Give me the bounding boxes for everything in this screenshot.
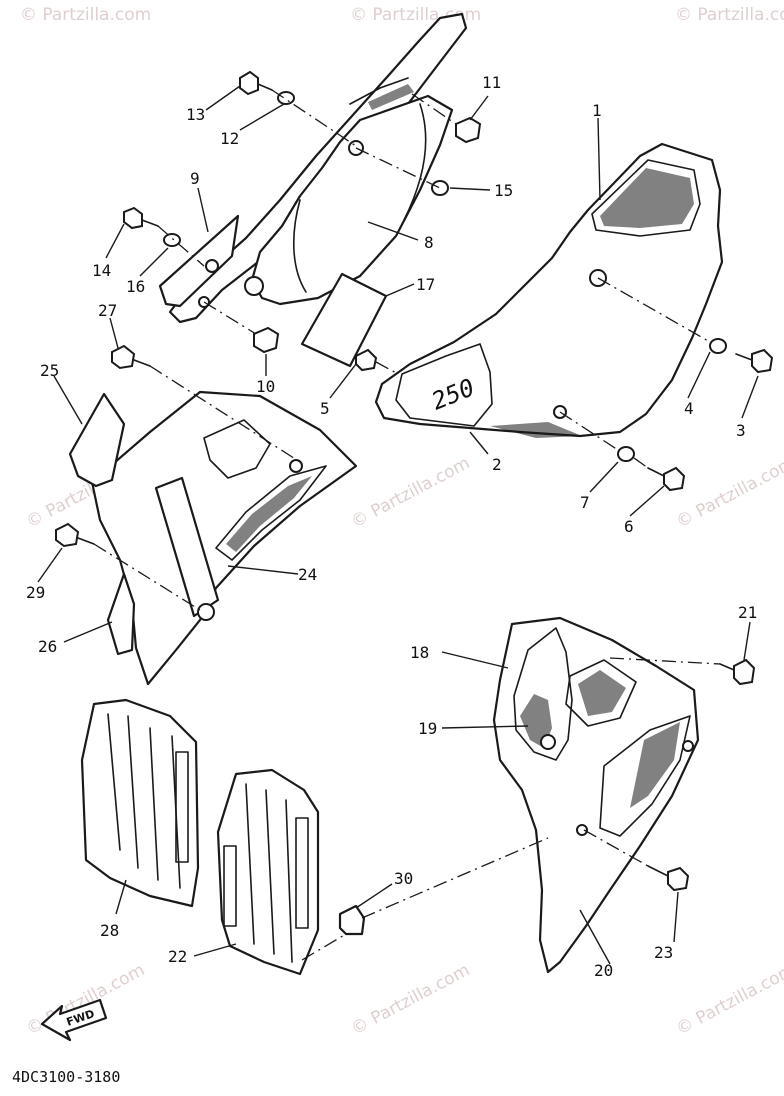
callout-1: 1 xyxy=(592,101,602,120)
callout-21: 21 xyxy=(738,603,757,622)
diagram-code: 4DC3100-3180 xyxy=(12,1068,120,1086)
forward-arrow-icon: FWD xyxy=(40,998,108,1042)
callout-22: 22 xyxy=(168,947,187,966)
callout-18: 18 xyxy=(410,643,429,662)
alignment-lines xyxy=(93,89,721,961)
callout-8: 8 xyxy=(424,233,434,252)
callout-9: 9 xyxy=(190,169,200,188)
callout-17: 17 xyxy=(416,275,435,294)
callout-23: 23 xyxy=(654,943,673,962)
callout-28: 28 xyxy=(100,921,119,940)
callout-25: 25 xyxy=(40,361,59,380)
watermark-text: © Partzilla.com xyxy=(348,960,473,1039)
callouts: 1 2 3 4 5 6 7 8 9 10 11 12 13 14 15 16 1… xyxy=(26,73,757,980)
right-radiator-cover xyxy=(492,616,700,974)
callout-2: 2 xyxy=(492,455,502,474)
callout-15: 15 xyxy=(494,181,513,200)
callout-19: 19 xyxy=(418,719,437,738)
callout-24: 24 xyxy=(298,565,317,584)
clip xyxy=(338,904,366,936)
callout-12: 12 xyxy=(220,129,239,148)
callout-29: 29 xyxy=(26,583,45,602)
leader-lines xyxy=(37,85,759,965)
callout-3: 3 xyxy=(736,421,746,440)
callout-5: 5 xyxy=(320,399,330,418)
callout-11: 11 xyxy=(482,73,501,92)
callout-16: 16 xyxy=(126,277,145,296)
radiator-cover-bracket xyxy=(68,392,126,488)
callout-27: 27 xyxy=(98,301,117,320)
watermark-text: © Partzilla.com xyxy=(23,960,148,1039)
watermark-text: © Partzilla.com xyxy=(348,453,473,532)
callout-7: 7 xyxy=(580,493,590,512)
radiator-guard-left xyxy=(80,698,200,908)
radiator-guard-right xyxy=(216,768,320,976)
callout-6: 6 xyxy=(624,517,634,536)
callout-10: 10 xyxy=(256,377,275,396)
watermark-text: © Partzilla.com xyxy=(20,5,151,25)
callout-26: 26 xyxy=(38,637,57,656)
side-cover: 250 xyxy=(374,142,724,438)
watermark-text: © Partzilla.com xyxy=(673,453,784,532)
watermark-text: © Partzilla.com xyxy=(675,5,784,25)
radiator-cover-lower xyxy=(106,572,136,656)
callout-20: 20 xyxy=(594,961,613,980)
hardware xyxy=(55,70,774,892)
watermark-text: © Partzilla.com xyxy=(673,960,784,1039)
callout-14: 14 xyxy=(92,261,111,280)
callout-4: 4 xyxy=(684,399,694,418)
side-number-plate xyxy=(158,12,468,324)
callout-13: 13 xyxy=(186,105,205,124)
callout-30: 30 xyxy=(394,869,413,888)
